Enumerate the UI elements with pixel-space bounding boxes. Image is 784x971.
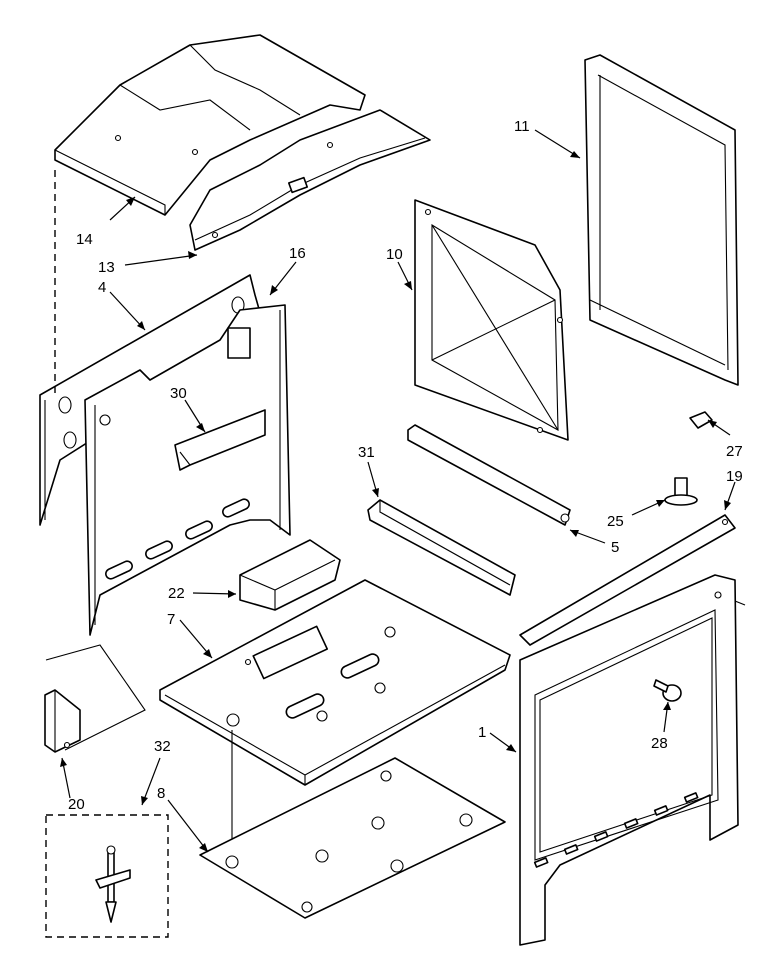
part-11-rear-panel[interactable] — [584, 54, 739, 386]
part-13-top-bracket[interactable] — [189, 109, 431, 251]
part-5-strip[interactable] — [407, 424, 571, 526]
callout-13: 13 — [98, 259, 115, 276]
callout-30: 30 — [170, 385, 187, 402]
part-1-front-frame[interactable] — [519, 574, 739, 946]
callout-4: 4 — [98, 279, 106, 296]
part-10-panel-frame[interactable] — [414, 199, 569, 441]
callout-28: 28 — [651, 735, 668, 752]
callout-11: 11 — [514, 118, 530, 135]
callout-32: 32 — [154, 738, 171, 755]
callout-16: 16 — [289, 245, 306, 262]
callout-1: 1 — [478, 724, 486, 741]
part-20-small-bracket[interactable] — [44, 689, 81, 753]
leader-lines — [60, 129, 736, 853]
callout-19: 19 — [726, 468, 743, 485]
callout-10: 10 — [386, 246, 403, 263]
callout-25: 25 — [607, 513, 624, 530]
callout-8: 8 — [157, 785, 165, 802]
part-8-bottom-plate[interactable] — [199, 757, 506, 919]
part-19-front-rail[interactable] — [519, 514, 736, 646]
callout-22: 22 — [168, 585, 185, 602]
part-32-hardware-kit[interactable] — [45, 814, 169, 938]
part-22-heat-shield[interactable] — [239, 539, 341, 611]
part-27-clip[interactable] — [689, 411, 713, 429]
callout-20: 20 — [68, 796, 85, 813]
assembly-line — [45, 644, 146, 751]
part-28-valve[interactable] — [653, 679, 682, 702]
part-14-top-panel[interactable] — [54, 34, 366, 216]
callout-31: 31 — [358, 444, 375, 461]
part-31-channel[interactable] — [367, 499, 516, 596]
part-30-bracket[interactable] — [174, 409, 266, 471]
part-16-inner-side-panel[interactable] — [84, 304, 291, 636]
part-25-leveling-leg[interactable] — [664, 477, 698, 506]
callout-7: 7 — [167, 611, 175, 628]
part-7-burner-tray[interactable] — [159, 579, 511, 786]
callout-5: 5 — [611, 539, 619, 556]
callout-27: 27 — [726, 443, 743, 460]
callout-14: 14 — [76, 231, 93, 248]
